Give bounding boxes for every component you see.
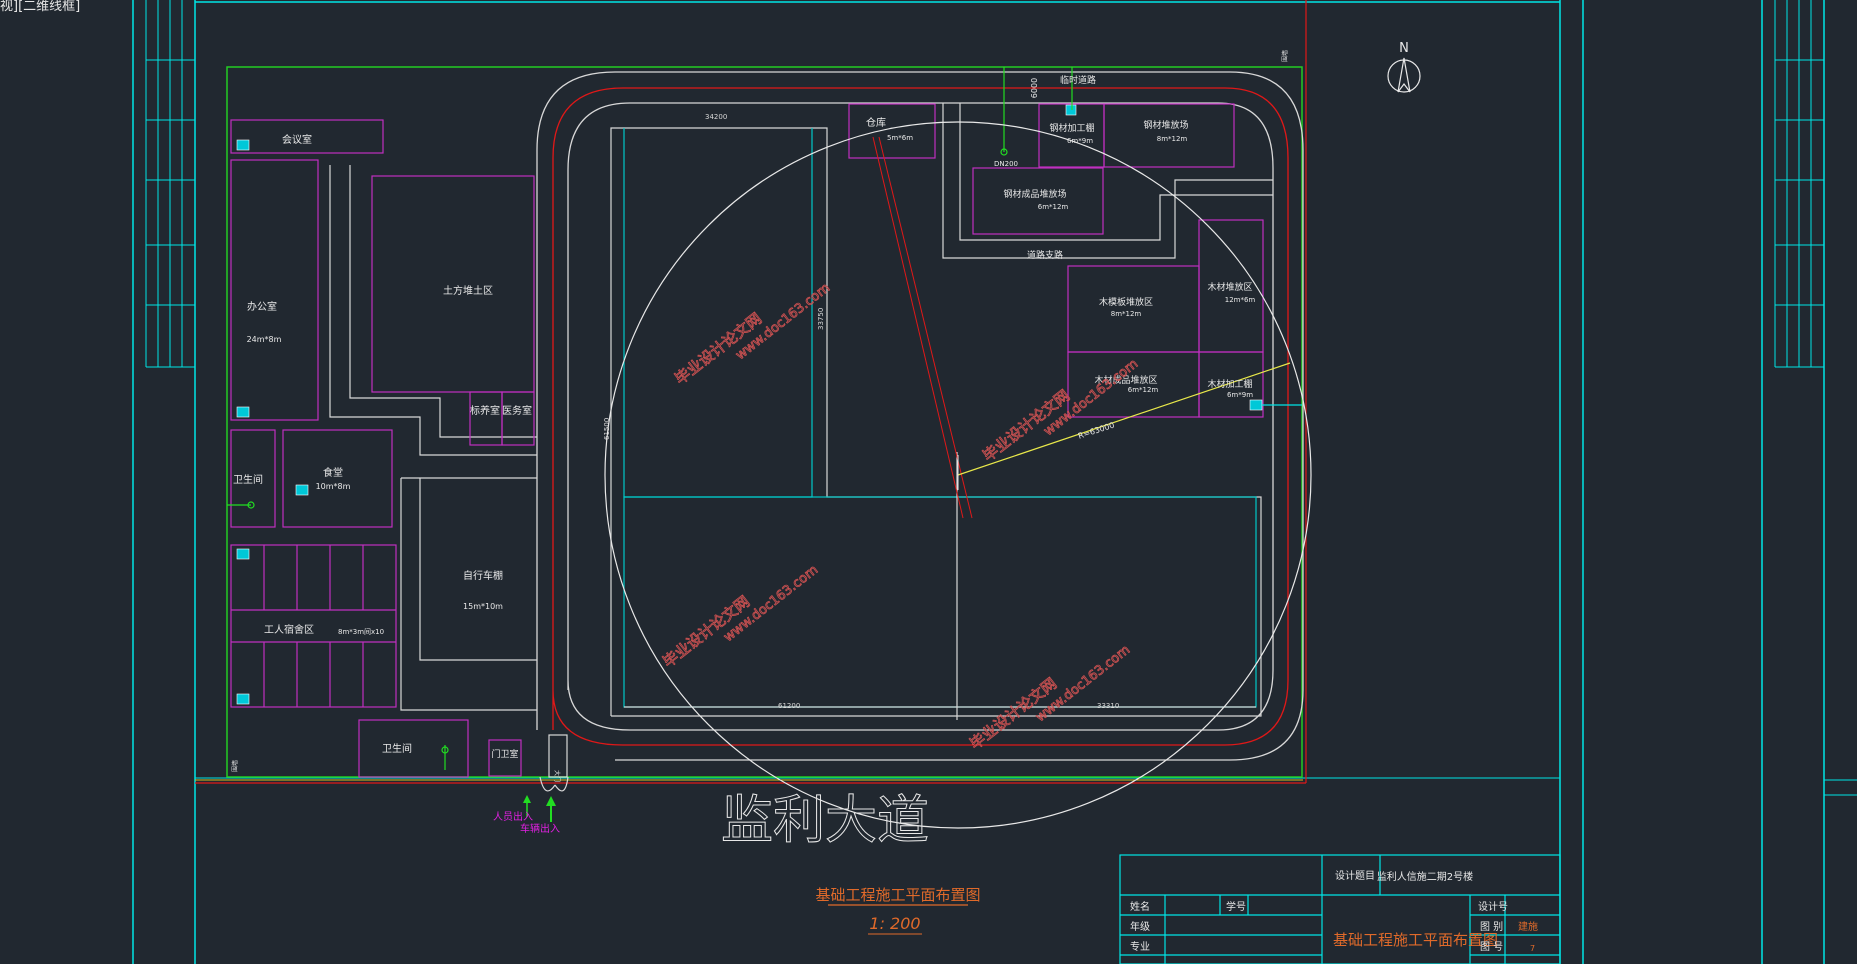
label-warehouse-size: 5m*6m xyxy=(887,134,913,142)
label-office: 办公室 xyxy=(247,300,277,313)
drawing-title: 基础工程施工平面布置图 xyxy=(815,886,980,904)
room-toilet-1[interactable] xyxy=(230,429,276,528)
hydrant-icon xyxy=(236,693,250,705)
dim-top: 34200 xyxy=(705,113,727,121)
equipment-icons xyxy=(236,104,1263,705)
entrance-people-label: 人员出入 xyxy=(493,810,533,823)
label-formwork-stock-size: 8m*12m xyxy=(1111,310,1142,318)
crane-coverage xyxy=(604,121,1312,829)
tb-student-id-label: 学号 xyxy=(1226,900,1246,913)
tb-name-label: 姓名 xyxy=(1130,900,1150,913)
tb-designer-label: 设计号 xyxy=(1478,900,1508,913)
label-standard: 标养室 xyxy=(470,404,500,417)
tb-drawing-no-value: 建施 xyxy=(1518,920,1538,933)
dim-bottom-left: 61200 xyxy=(778,702,800,710)
label-temporary-road: 临时道路 xyxy=(1060,74,1096,86)
label-pipe: DN200 xyxy=(994,160,1018,168)
building-footprint xyxy=(610,127,1262,720)
label-bike-shed: 自行车棚 xyxy=(463,569,503,582)
tb-sheet-value: 7 xyxy=(1530,944,1535,953)
room-toilet-2[interactable] xyxy=(358,719,469,778)
entrance-arrows xyxy=(523,795,556,822)
label-canteen: 食堂 xyxy=(323,466,343,479)
title-block xyxy=(1119,854,1561,964)
label-timber-finished-size: 6m*12m xyxy=(1128,386,1159,394)
label-steel-stock: 钢材堆放场 xyxy=(1143,119,1188,131)
room-timber-process[interactable] xyxy=(1198,351,1264,418)
label-timber-process: 木材加工棚 xyxy=(1207,378,1252,390)
tb-design-topic-label: 设计题目 xyxy=(1335,869,1375,882)
ring-road xyxy=(536,71,1304,761)
label-steel-process-size: 6m*9m xyxy=(1067,137,1093,145)
room-office[interactable] xyxy=(230,159,319,421)
label-steel-finished-size: 6m*12m xyxy=(1038,203,1069,211)
north-label: N xyxy=(1399,41,1409,56)
label-meeting: 会议室 xyxy=(282,133,312,146)
room-meeting[interactable] xyxy=(230,119,384,154)
label-timber-stock-size: 12m*6m xyxy=(1225,296,1256,304)
viewport-label[interactable]: 视][二维线框] xyxy=(0,0,81,14)
left-margin-strip xyxy=(145,0,195,368)
label-office-size: 24m*8m xyxy=(247,335,282,344)
room-worker-dorm[interactable] xyxy=(230,544,397,708)
label-radius: R=63000 xyxy=(1077,421,1116,441)
label-gate: 大门 xyxy=(553,770,561,782)
label-side-text: 围墙 xyxy=(1281,50,1289,62)
hydrant-icon xyxy=(236,406,250,418)
label-worker-dorm: 工人宿舍区 xyxy=(264,623,314,636)
label-timber-stock: 木材堆放区 xyxy=(1207,281,1252,293)
right-margin-strip xyxy=(1774,0,1857,796)
dim-left-vertical: 61500 xyxy=(603,418,611,440)
label-worker-dorm-size: 8m*3m间x10 xyxy=(338,628,384,636)
label-road-branch: 道路支路 xyxy=(1027,249,1063,261)
room-guard[interactable] xyxy=(488,739,522,777)
tb-grade-label: 年级 xyxy=(1130,920,1150,933)
label-earth-yard: 土方堆土区 xyxy=(443,284,493,297)
entrance-vehicle-label: 车辆出入 xyxy=(520,822,560,835)
hydrant-icon xyxy=(236,548,250,560)
north-arrow xyxy=(1387,57,1421,93)
internal-roads xyxy=(329,103,1273,711)
gate xyxy=(539,734,569,792)
hydrant-icon xyxy=(1065,104,1077,116)
label-medical: 医务室 xyxy=(502,404,532,417)
hydrant-icon xyxy=(295,484,309,496)
hydrant-icon xyxy=(236,139,250,151)
label-canteen-size: 10m*8m xyxy=(316,482,351,491)
room-steel-stock[interactable] xyxy=(1103,103,1235,168)
label-side-text-2: 围墙 xyxy=(231,760,239,772)
label-timber-process-size: 6m*9m xyxy=(1227,391,1253,399)
label-steel-process: 钢材加工棚 xyxy=(1049,122,1094,134)
dim-bottom-right: 33310 xyxy=(1097,702,1119,710)
dim-mid-vertical: 33750 xyxy=(817,308,825,330)
label-steel-finished: 钢材成品堆放场 xyxy=(1003,188,1066,200)
label-toilet-1: 卫生间 xyxy=(233,473,263,486)
tb-major-label: 专业 xyxy=(1130,940,1150,953)
label-steel-stock-size: 8m*12m xyxy=(1157,135,1188,143)
room-formwork-stock[interactable] xyxy=(1067,265,1200,353)
label-formwork-stock: 木模板堆放区 xyxy=(1099,296,1153,308)
tb-design-topic-value: 监利人信施二期2号楼 xyxy=(1377,870,1473,883)
label-toilet-2: 卫生间 xyxy=(382,742,412,755)
room-medical[interactable] xyxy=(501,391,535,446)
hydrant-icon xyxy=(1249,399,1263,411)
tb-sheet-label: 图 号 xyxy=(1480,941,1503,953)
site-boundary xyxy=(195,0,1307,784)
avenue-label: 监利大道 xyxy=(721,791,929,851)
label-guard: 门卫室 xyxy=(491,748,518,760)
drawing-scale: 1: 200 xyxy=(869,914,920,933)
label-road-dim: 6000 xyxy=(1030,78,1039,98)
label-bike-shed-size: 15m*10m xyxy=(463,602,503,611)
room-steel-finished[interactable] xyxy=(972,167,1104,235)
room-warehouse[interactable] xyxy=(848,103,936,159)
room-canteen[interactable] xyxy=(282,429,393,528)
tb-drawing-name: 基础工程施工平面布置图 xyxy=(1333,931,1498,949)
room-earth-yard[interactable] xyxy=(371,175,535,393)
water-pipe xyxy=(227,67,1302,770)
label-timber-finished: 木材成品堆放区 xyxy=(1094,374,1157,386)
tb-drawing-no-label: 图 别 xyxy=(1480,921,1503,933)
drawing-frame xyxy=(132,0,1825,964)
label-warehouse: 仓库 xyxy=(866,116,886,129)
